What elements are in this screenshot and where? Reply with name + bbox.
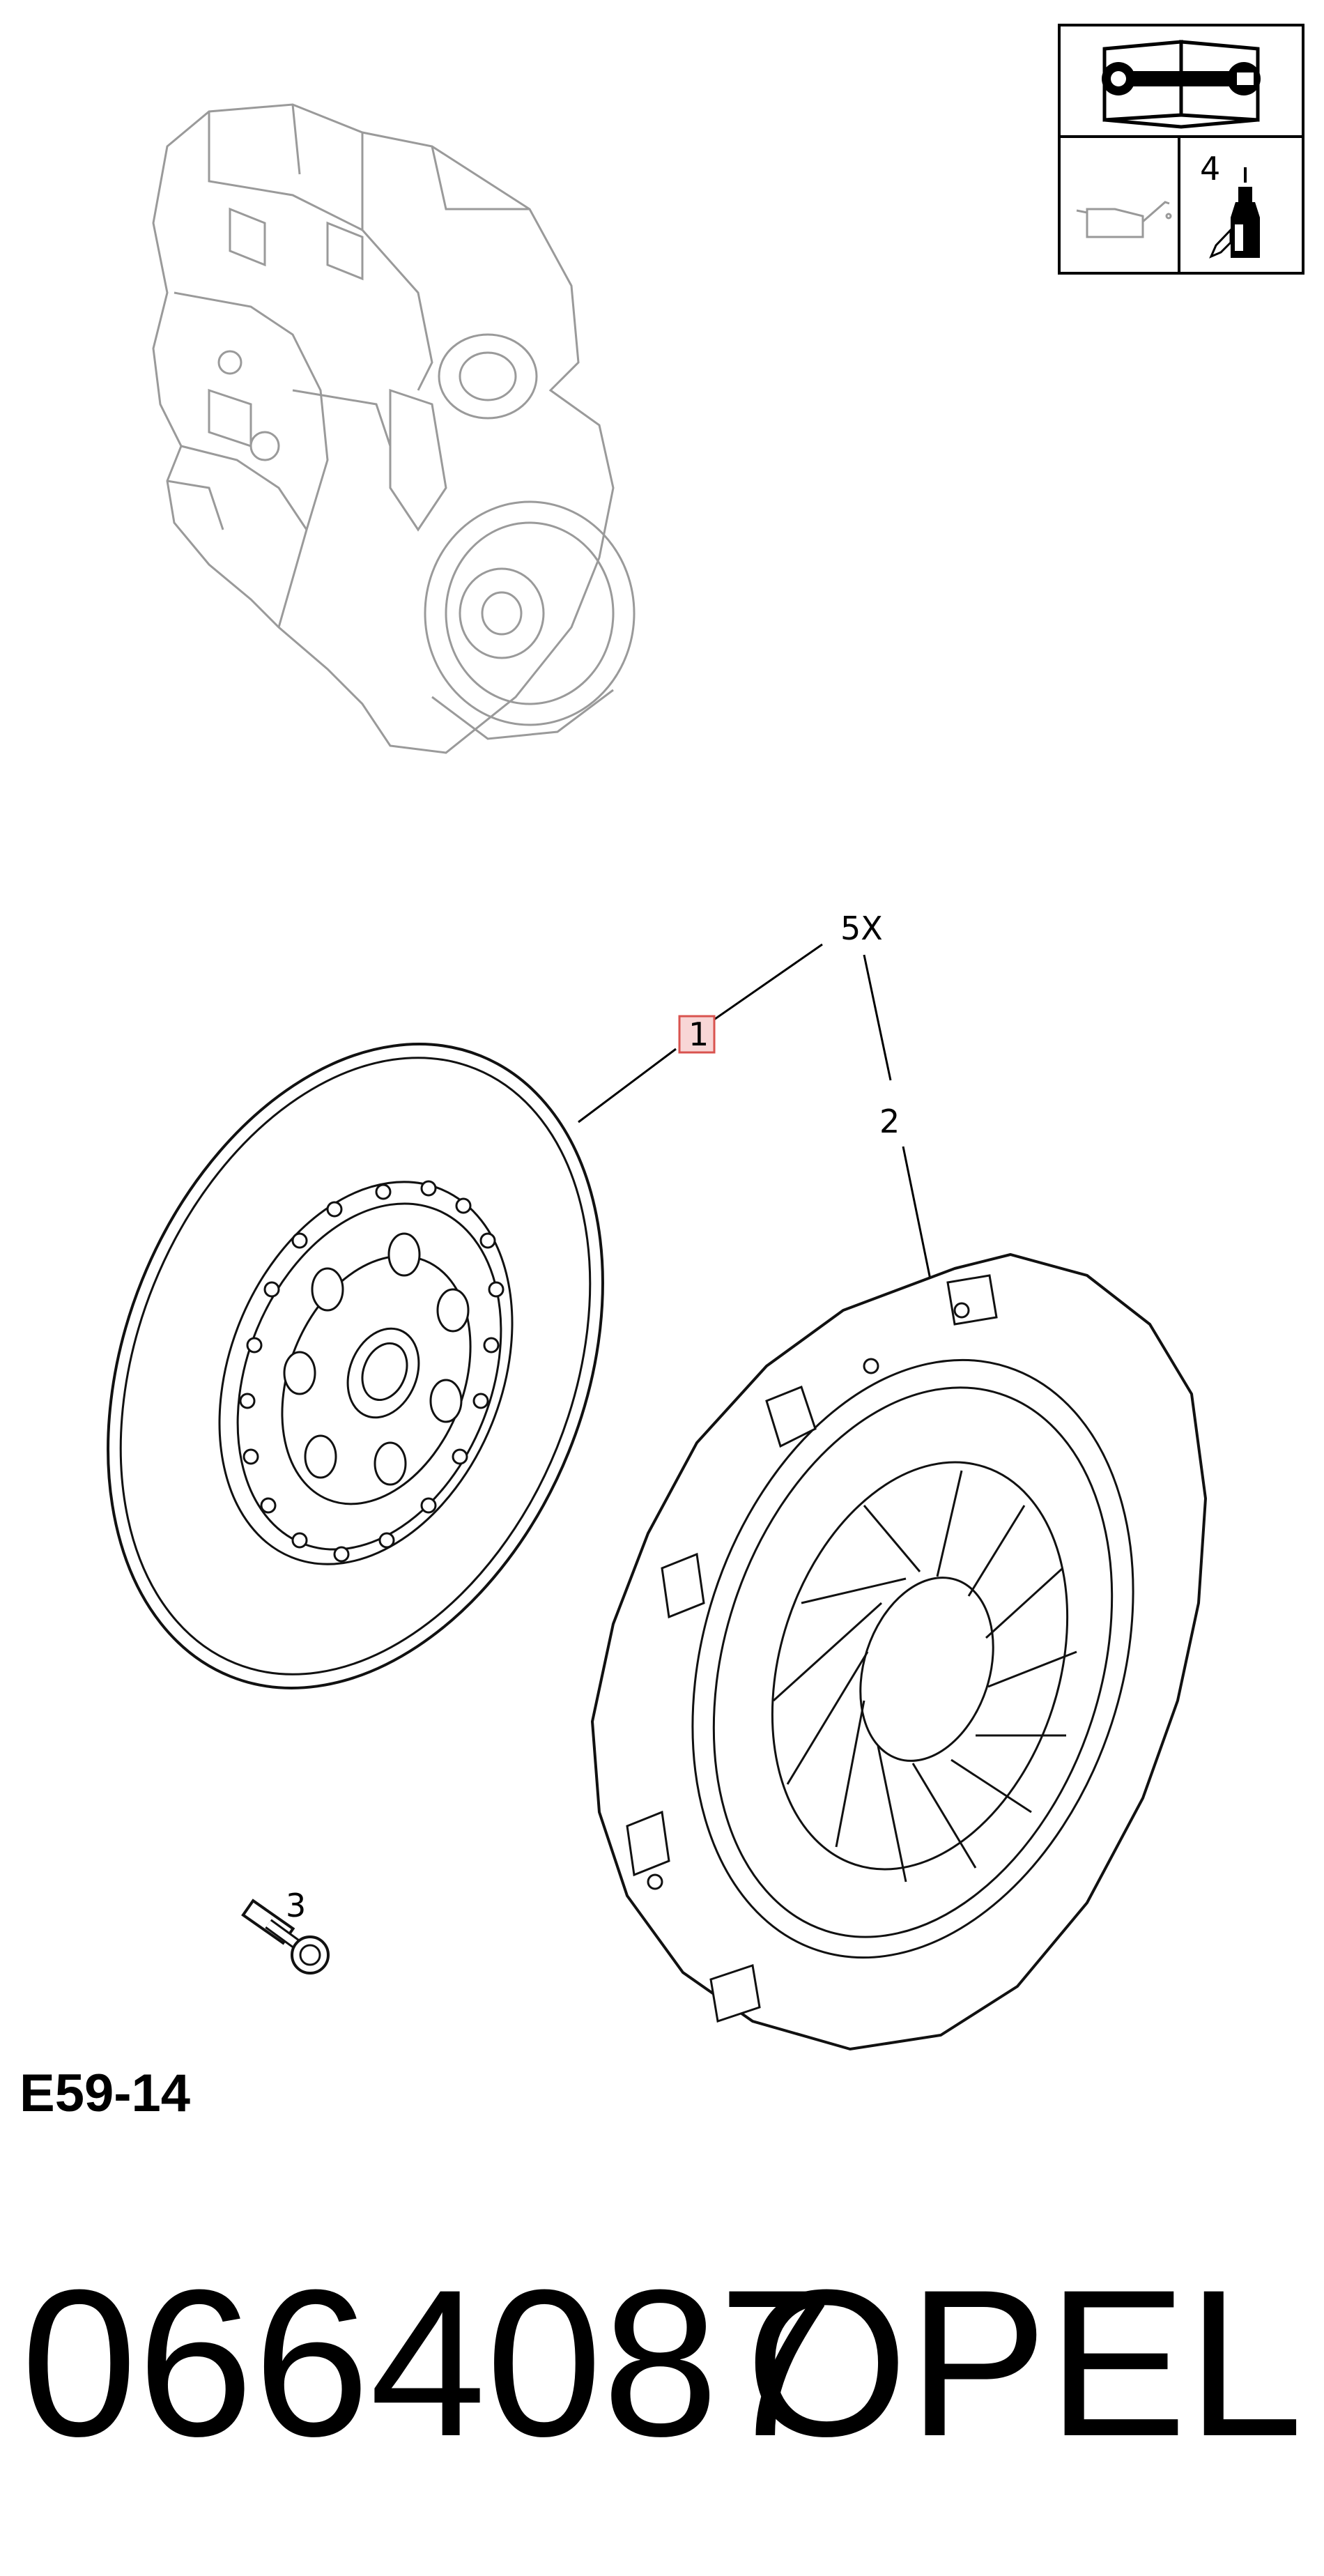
pressure-plate-part-2: [590, 1252, 1208, 2051]
diagram-reference-code: E59-14: [20, 2064, 191, 2123]
engine-ghost-illustration: [152, 103, 636, 754]
bolt-part-3: [241, 1899, 330, 1975]
legend-box: 4: [1058, 24, 1304, 275]
brand-name: OPEL: [745, 2246, 1303, 2480]
leader-lines: [578, 943, 935, 1297]
part-number: 0664087: [21, 2246, 835, 2480]
callout-1-highlight: 1: [678, 1015, 716, 1054]
oil-can-icon: [1076, 201, 1172, 238]
callout-1-label: 1: [688, 1015, 709, 1053]
clutch-disc-part-1: [107, 1043, 604, 1689]
callout-5x-label: 5X: [840, 910, 883, 947]
callout-4-label: 4: [1200, 150, 1220, 187]
adhesive-tube-icon: [1209, 167, 1260, 259]
callout-2-label: 2: [879, 1103, 900, 1140]
callout-3-label: 3: [286, 1887, 306, 1924]
manual-wrench-icon: [1102, 40, 1261, 129]
